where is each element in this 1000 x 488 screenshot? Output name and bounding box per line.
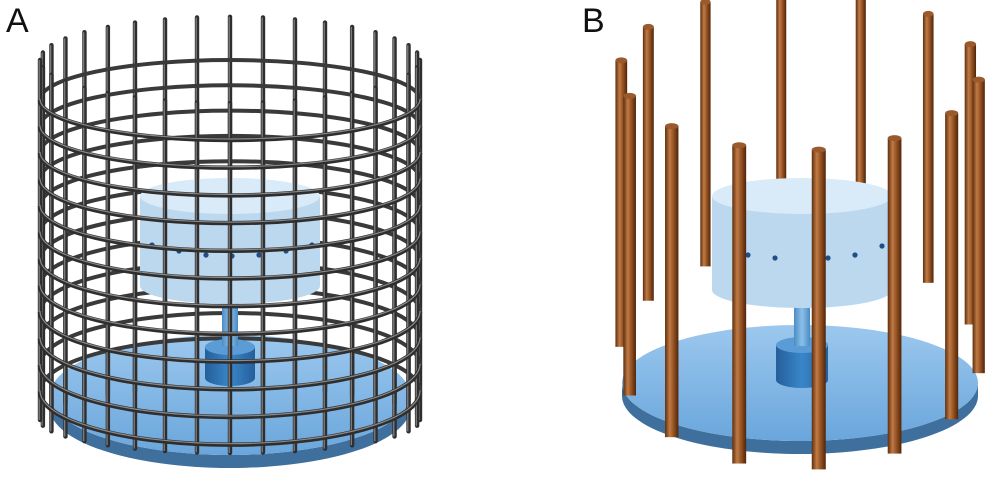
drum-b bbox=[712, 178, 892, 308]
mesh-ring-front bbox=[37, 258, 423, 309]
mesh-ring-highlight bbox=[39, 363, 421, 417]
mesh-ring-front bbox=[37, 338, 423, 392]
copper-rod bbox=[623, 95, 636, 396]
copper-rod bbox=[776, 0, 787, 251]
copper-rod-cap bbox=[964, 41, 977, 48]
copper-rod-cap bbox=[972, 76, 985, 83]
copper-rod-cap bbox=[642, 23, 654, 30]
mesh-ring-front bbox=[37, 364, 423, 420]
copper-rod-cap bbox=[665, 123, 679, 130]
mesh-ring-front bbox=[37, 311, 423, 364]
panel-b bbox=[615, 0, 985, 470]
copper-rod bbox=[615, 60, 628, 347]
copper-rod-cap bbox=[945, 110, 959, 117]
copper-rod bbox=[700, 1, 711, 267]
copper-rod bbox=[811, 149, 826, 470]
copper-rod bbox=[922, 13, 934, 283]
mesh-ring-highlight bbox=[39, 257, 421, 306]
mesh-ring-highlight bbox=[39, 151, 421, 195]
copper-rod-cap bbox=[732, 142, 747, 149]
mesh-ring-back bbox=[38, 83, 422, 127]
mesh-ring-highlight bbox=[39, 125, 421, 168]
panel-a-label: A bbox=[6, 2, 29, 40]
copper-rod bbox=[665, 126, 679, 438]
mesh-ring-front bbox=[37, 99, 423, 143]
copper-rod-cap bbox=[811, 146, 826, 153]
mesh-ring-front bbox=[37, 126, 423, 170]
mesh-ring-front bbox=[37, 391, 423, 447]
copper-rod-cap bbox=[615, 57, 628, 64]
copper-rod-cap bbox=[887, 135, 902, 142]
mesh-ring-highlight bbox=[39, 231, 421, 279]
rods-front bbox=[623, 92, 959, 470]
wire-mesh-front bbox=[37, 57, 423, 456]
mesh-ring-highlight bbox=[39, 98, 421, 140]
copper-rod bbox=[945, 113, 959, 420]
rods-back bbox=[615, 0, 985, 374]
copper-rod bbox=[972, 79, 985, 374]
shaft-b bbox=[794, 300, 810, 346]
panel-a bbox=[37, 14, 423, 468]
copper-rod-cap bbox=[700, 0, 711, 5]
copper-rod bbox=[642, 26, 654, 301]
mesh-ring-highlight bbox=[39, 337, 421, 389]
copper-rod bbox=[732, 145, 747, 464]
mesh-ring-highlight bbox=[39, 310, 421, 362]
mesh-ring-highlight bbox=[39, 390, 421, 445]
copper-rod bbox=[855, 0, 866, 257]
copper-rod bbox=[887, 138, 902, 454]
copper-rod bbox=[964, 44, 977, 325]
mesh-ring-highlight bbox=[39, 204, 421, 251]
mesh-ring-back bbox=[38, 58, 422, 101]
mesh-ring-front bbox=[37, 179, 423, 226]
mesh-ring-front bbox=[37, 232, 423, 281]
mesh-ring-front bbox=[37, 285, 423, 337]
drum-b-dots bbox=[745, 243, 885, 261]
copper-rod-cap bbox=[623, 92, 636, 99]
mesh-ring-highlight bbox=[39, 178, 421, 223]
panel-b-label: B bbox=[582, 2, 605, 40]
copper-rod-cap bbox=[922, 10, 934, 17]
mesh-ring-highlight bbox=[39, 284, 421, 334]
mesh-ring-front bbox=[37, 205, 423, 253]
mesh-ring-front bbox=[37, 152, 423, 198]
